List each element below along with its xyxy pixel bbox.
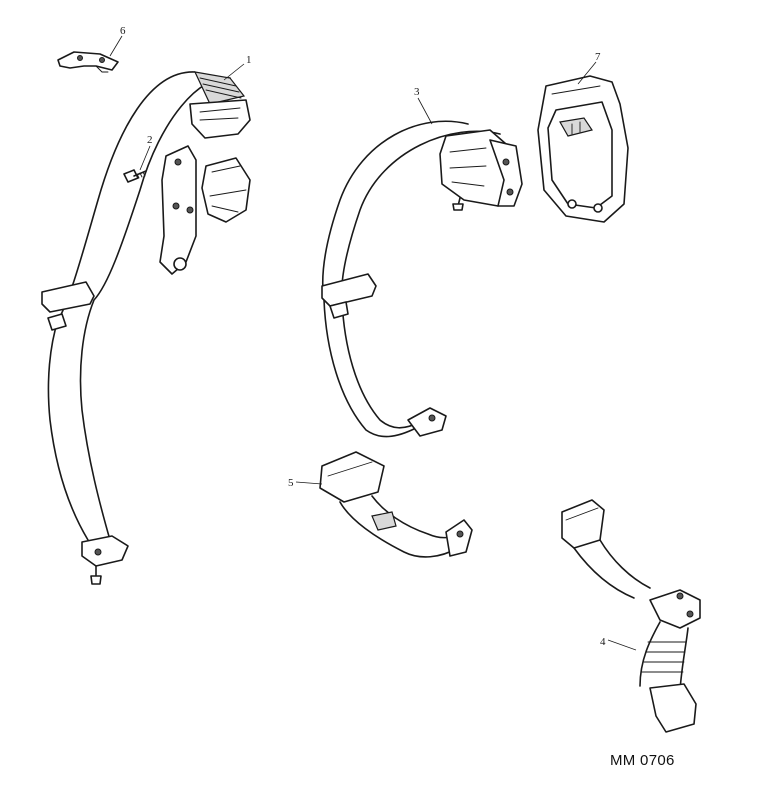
callout-7: 7 [595, 51, 601, 63]
leader-3 [417, 97, 433, 125]
part-4-double-buckle-assembly [561, 499, 701, 733]
part-3-rear-belt-assembly [321, 120, 523, 438]
part-6-anchor-plate [57, 51, 119, 73]
leader-5 [295, 481, 323, 485]
leader-6 [109, 35, 123, 57]
part-5-buckle-stalk [319, 451, 473, 558]
leader-2 [139, 145, 151, 171]
callout-2: 2 [147, 134, 153, 146]
callout-5: 5 [288, 477, 294, 489]
leader-4 [607, 639, 637, 651]
part-7-trim-cover [537, 75, 629, 223]
callout-4: 4 [600, 636, 606, 648]
diagram-reference-code: MM 0706 [610, 752, 675, 769]
callout-3: 3 [414, 86, 420, 98]
callout-1: 1 [246, 54, 252, 66]
part-1-front-belt-assembly [41, 71, 251, 585]
leader-7 [577, 61, 597, 85]
callouts: 1 2 3 4 5 6 7 [109, 25, 637, 651]
part-2-bolt [123, 169, 147, 183]
callout-6: 6 [120, 25, 126, 37]
leader-1 [223, 63, 245, 81]
